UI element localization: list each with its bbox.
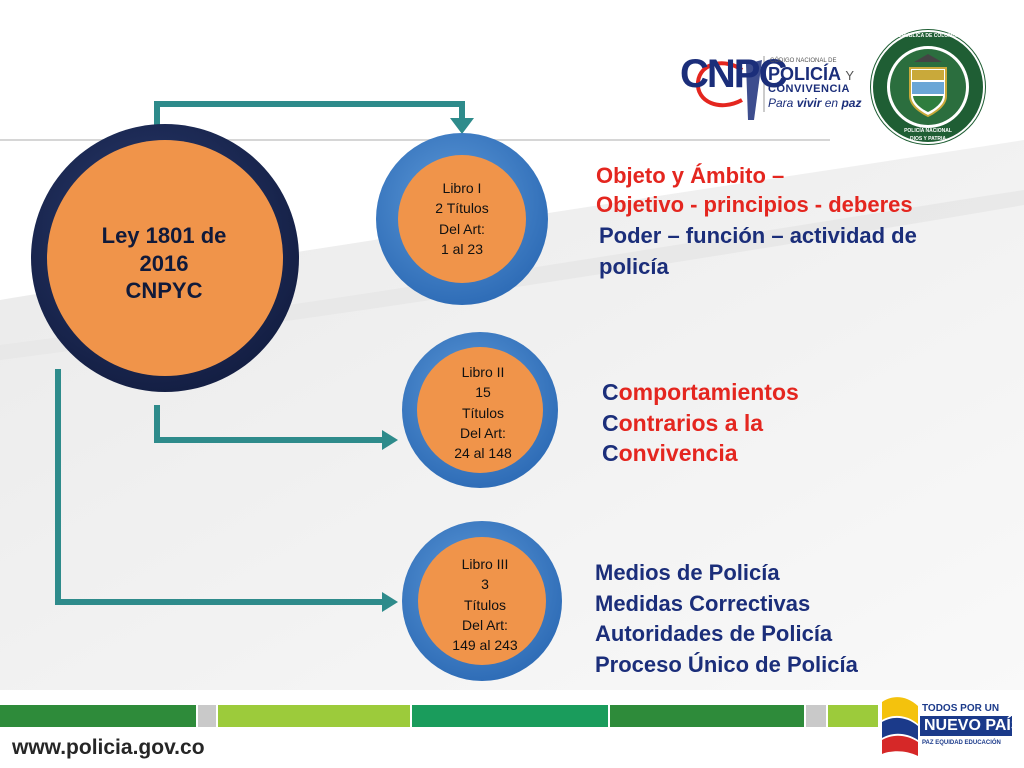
cap-letter: C [602, 440, 619, 466]
stripe-4 [412, 705, 608, 727]
libro-1-red-line-1: Objeto y Ámbito – [596, 163, 785, 188]
seal-text-top: REPÚBLICA DE COLOMBIA [895, 33, 961, 39]
libro-3-fill [418, 537, 546, 665]
libro-3-line: Del Art: [462, 616, 508, 633]
cnpc-logo-policia: POLICÍA Y [768, 64, 854, 85]
police-seal-icon [870, 29, 986, 145]
arrow-to-libro-3 [55, 369, 388, 605]
cnpc-logo-letters: CNPC [680, 52, 787, 96]
arrow-head-2 [382, 430, 398, 450]
libro-2-label: Libro II 15 Títulos Del Art: 24 al 148 [423, 362, 543, 463]
desc-rest: omportamientos [618, 379, 799, 405]
libro-1-line: 2 Títulos [435, 200, 489, 217]
arrow-heads [382, 118, 474, 612]
stripe-6 [806, 705, 826, 727]
footer-url-link[interactable]: www.policia.gov.co [12, 736, 205, 759]
libro-1-fill [398, 155, 526, 283]
libro-1-line: Libro I [442, 180, 482, 196]
main-circle-fill [47, 140, 283, 376]
cnpc-logo-mark [695, 56, 765, 120]
nuevo-pais-flag-icon [882, 697, 1012, 756]
libro-1-blue-line-2: policía [599, 253, 669, 279]
desc-rest: ontrarios a la [618, 409, 764, 436]
cnpc-logo-convivencia: CONVIVENCIA [768, 83, 850, 95]
footer-stripes [0, 705, 878, 727]
cap-letter: C [602, 379, 619, 405]
cnpc-logo-y: Y [845, 68, 855, 83]
seal-text-bottom: DIOS Y PATRIA [909, 136, 947, 142]
stripe-7 [828, 705, 878, 727]
slogan-en: en [824, 96, 839, 110]
stripe-2 [198, 705, 216, 727]
libro-2-line: 24 al 148 [454, 445, 512, 462]
slogan-para: Para [768, 96, 794, 110]
libro-3-line: 149 al 243 [452, 637, 518, 654]
libro-3-item: Medidas Correctivas [595, 590, 811, 616]
main-circle-line-1: Ley 1801 de [101, 223, 227, 248]
slogan-paz: paz [841, 96, 862, 110]
libro-3-line: Libro III [461, 556, 509, 572]
libro-3-line: 3 [481, 576, 489, 593]
gov-logo-line-3: PAZ EQUIDAD EDUCACIÓN [922, 740, 1001, 746]
cnpc-logo-policia-word: POLICÍA [768, 64, 841, 84]
main-circle-label: Ley 1801 de 2016 CNPYC [64, 222, 264, 305]
libro-2-desc-line-3: Convivencia [602, 438, 799, 469]
libro-2-line: 15 [475, 384, 491, 401]
libro-3-item: Medios de Policía [595, 560, 780, 585]
desc-rest: onvivencia [618, 440, 738, 466]
connector-arrows [55, 101, 465, 605]
arrow-to-libro-1 [154, 101, 465, 135]
arrow-head-3 [382, 592, 398, 612]
main-circle-line-2: 2016 [139, 250, 189, 276]
cap-letter: C [602, 409, 619, 436]
stripe-3 [218, 705, 410, 727]
libro-2-line: Libro II [461, 364, 505, 380]
libro-3-item: Proceso Único de Policía [595, 651, 858, 677]
slogan-vivir: vivir [796, 96, 822, 110]
libro-3-label: Libro III 3 Títulos Del Art: 149 al 243 [425, 554, 545, 655]
libro-2-desc-line-2: Contrarios a la [602, 408, 799, 439]
libro-3-description: Medios de Policía Medidas Correctivas Au… [595, 558, 858, 680]
arrow-to-libro-2 [154, 405, 388, 443]
libro-2-line: Títulos [461, 404, 504, 421]
gov-logo-line-1: TODOS POR UN [922, 703, 1000, 714]
libro-1-line: 1 al 23 [440, 240, 484, 257]
libro-1-blue-line-1: Poder – función – actividad de [599, 223, 917, 248]
stripe-5 [610, 705, 804, 727]
cnpc-logo-small-line: CÓDIGO NACIONAL DE [770, 58, 837, 64]
libro-2-desc-line-1: Comportamientos [602, 377, 799, 408]
libro-2-description: Comportamientos Contrarios a la Conviven… [602, 377, 799, 469]
libro-1-red-line-2: Objetivo - principios - deberes [596, 191, 913, 217]
stripe-1 [0, 705, 196, 727]
libro-2-fill [417, 347, 543, 473]
main-circle-line-3: CNPYC [125, 278, 203, 303]
libro-1-label: Libro I 2 Títulos Del Art: 1 al 23 [402, 178, 522, 259]
libro-2-line: Del Art: [460, 424, 506, 441]
arrow-head-1 [450, 118, 474, 134]
cnpc-logo-slogan: Para vivir en paz [768, 96, 861, 110]
libro-1-description: Objeto y Ámbito – Objetivo - principios … [596, 161, 917, 282]
libro-1-line: Del Art: [439, 220, 485, 237]
gov-logo-line-2: NUEVO PAÍS [924, 717, 1022, 734]
libro-3-item: Autoridades de Policía [595, 621, 833, 646]
libro-3-line: Títulos [463, 596, 506, 613]
seal-text-middle: POLICÍA NACIONAL [904, 128, 952, 134]
